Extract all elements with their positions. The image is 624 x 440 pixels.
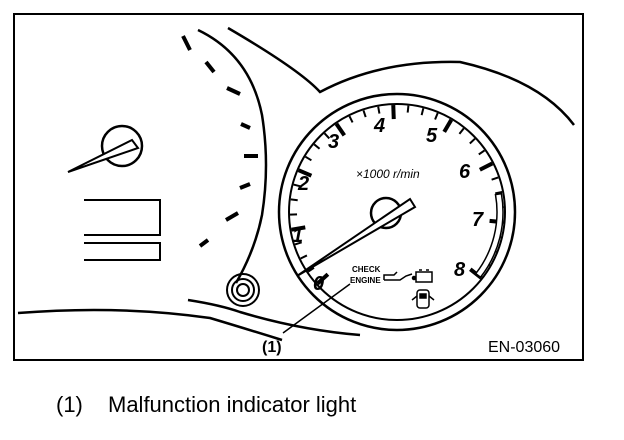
tach-redline-band [474,192,504,279]
tach-minor-tick [362,110,367,118]
tach-minor-tick [348,115,354,123]
tach-minor-tick [323,132,331,140]
tach-minor-tick [313,143,321,150]
tachometer: 0 1 2 3 4 5 6 7 8 ×1000 r/min CHECK ENGI… [277,92,517,332]
tach-number-0: 0 [313,273,324,295]
tach-minor-tick [420,108,425,116]
door-open-icon [411,289,435,309]
tach-number-5: 5 [426,125,438,147]
figure-caption: (1) Malfunction indicator light [56,392,356,418]
oil-pressure-icon [383,271,417,281]
tach-number-6: 6 [459,161,471,183]
caption-text: Malfunction indicator light [108,392,357,417]
tach-minor-tick [300,254,308,260]
tach-number-3: 3 [328,131,339,153]
tach-minor-tick [307,266,315,273]
callout-label: (1) [262,339,282,356]
tach-major-tick [297,168,313,178]
tach-minor-tick [290,198,298,202]
tach-major-tick [478,161,494,172]
tach-bezel-inner [288,103,506,321]
tach-redline-zone [474,192,504,279]
tach-major-tick [442,118,454,133]
tach-minor-tick [478,149,486,156]
tach-needle [296,197,417,277]
tach-number-4: 4 [373,115,385,137]
figure-code: EN-03060 [488,339,560,356]
tach-minor-tick [294,241,302,246]
tach-minor-tick [377,106,381,114]
tach-minor-tick [293,183,301,188]
cluster-housing-bottom-line [187,298,361,337]
check-engine-text-line2: ENGINE [350,276,381,285]
caption-number: (1) [56,392,83,417]
left-gauge-needle [67,124,144,173]
tach-minor-tick [406,105,410,113]
tach-minor-tick [458,127,465,135]
cluster-housing-line [197,28,268,284]
callout-leader-line [282,283,351,334]
tach-number-7: 7 [472,209,484,231]
tach-minor-tick [491,176,499,181]
cluster-housing-lower-line [17,308,283,342]
left-gauge-scale [181,35,258,248]
battery-icon [415,269,433,283]
tach-number-2: 2 [297,173,309,195]
trip-reset-knob [226,273,260,307]
digital-display-outline [84,199,161,261]
tach-minor-tick [304,155,312,162]
tach-unit-label: ×1000 r/min [356,167,420,181]
tach-minor-tick [469,137,476,145]
tach-major-tick [316,272,330,286]
check-engine-text-line1: CHECK [352,265,381,274]
cluster-housing-outer-line [227,26,575,126]
tach-major-tick [334,122,346,137]
tach-minor-tick [434,112,439,120]
tach-number-1: 1 [292,225,303,247]
tach-major-tick [291,225,306,232]
tach-minor-tick [495,191,503,195]
tach-number-8: 8 [454,259,466,281]
